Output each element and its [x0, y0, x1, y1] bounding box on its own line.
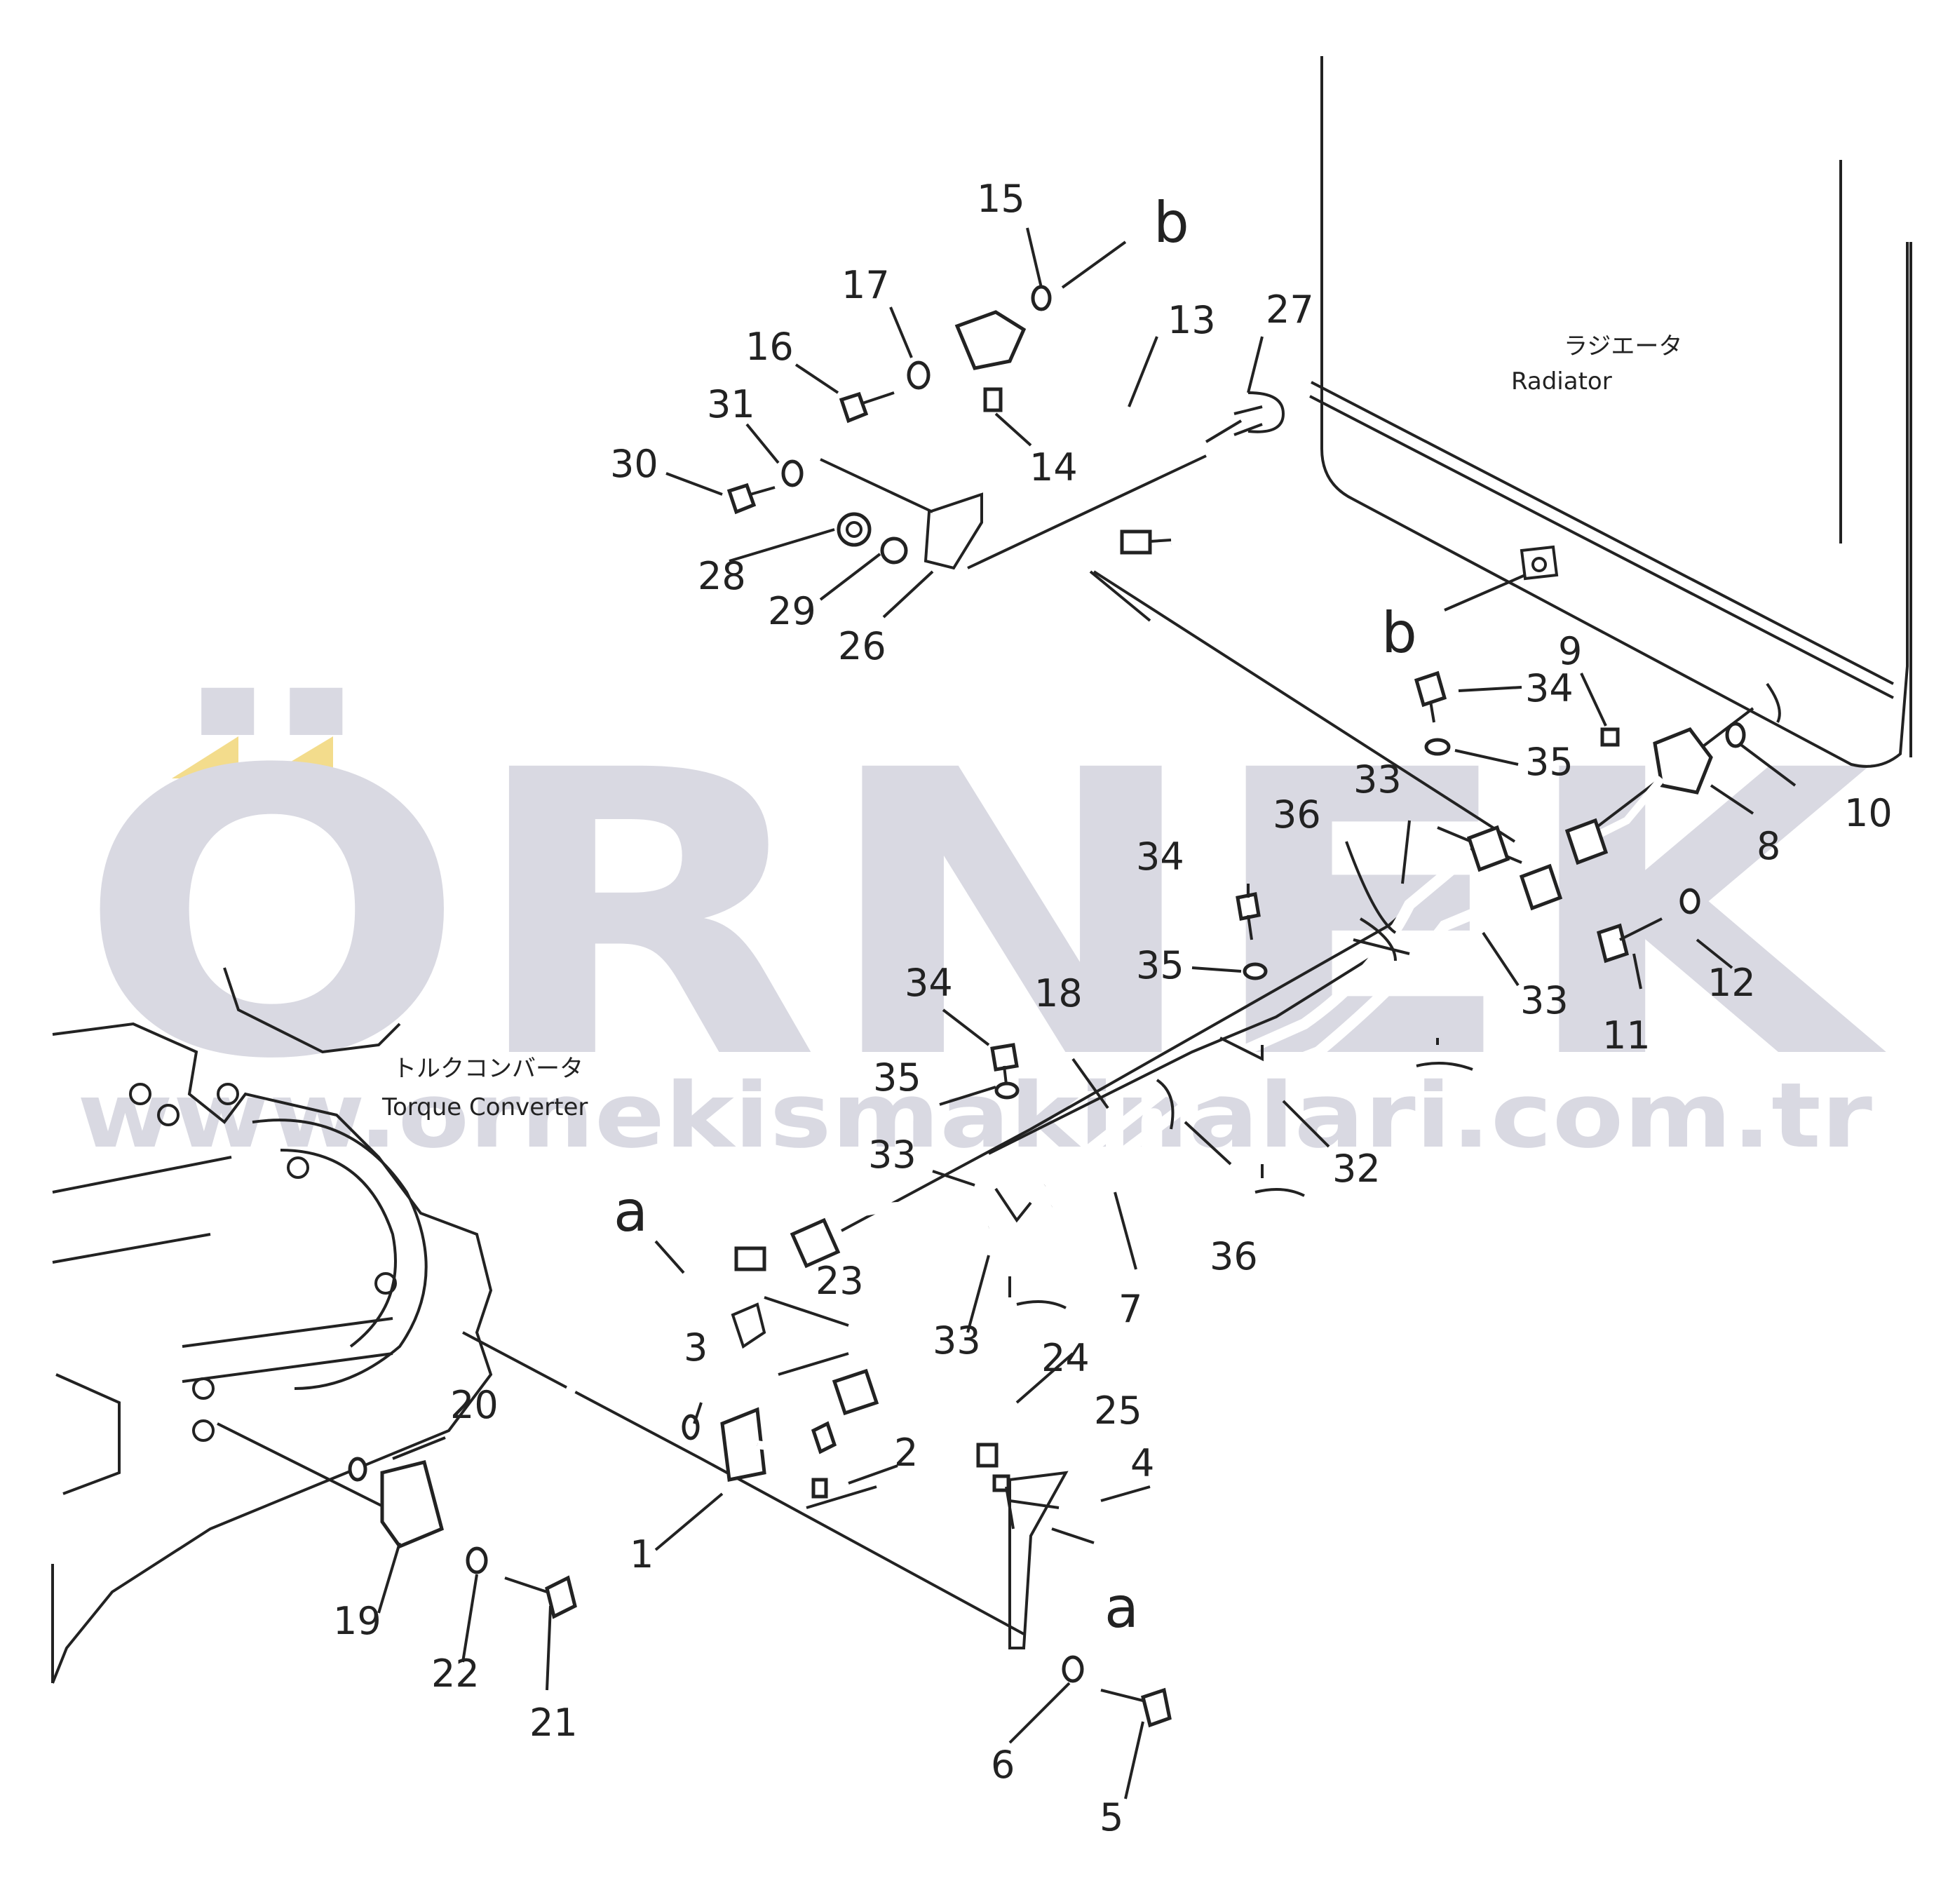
- right-fittings: [990, 670, 1746, 1309]
- callout-23: 23: [816, 1259, 864, 1303]
- watermark-accent-right: [263, 736, 333, 778]
- callout-22: 22: [431, 1652, 480, 1696]
- callout-29: 29: [768, 589, 816, 633]
- callout-28: 28: [698, 554, 746, 598]
- callout-18: 18: [1034, 971, 1083, 1015]
- callout-14: 14: [1029, 445, 1078, 489]
- callout-21: 21: [529, 1701, 578, 1745]
- upper-tube-assembly: [726, 285, 1285, 622]
- watermark-accent-left: [172, 736, 238, 778]
- callout-36-top: 36: [1273, 792, 1321, 837]
- callout-7: 7: [1118, 1287, 1142, 1331]
- callout-10: 10: [1844, 791, 1893, 835]
- callout-17: 17: [841, 263, 890, 307]
- callout-34-mid: 34: [1136, 835, 1184, 879]
- hoses: [790, 825, 1563, 1416]
- callout-16: 16: [745, 325, 794, 369]
- ref-a-upper: a: [614, 1179, 648, 1244]
- callout-32: 32: [1332, 1147, 1381, 1191]
- callout-27: 27: [1266, 288, 1314, 332]
- callout-33-left: 33: [868, 1133, 916, 1177]
- callout-2: 2: [894, 1431, 918, 1475]
- callout-33-top: 33: [1353, 757, 1402, 802]
- watermark-brand: ÖRNEK: [77, 684, 1890, 1145]
- watermark-url: www.ornekismakinalari.com.tr: [77, 1064, 1872, 1168]
- ref-b-upper: b: [1154, 190, 1189, 255]
- ref-b-lower: b: [1381, 600, 1417, 666]
- callout-36-bottom: 36: [1210, 1234, 1258, 1278]
- callout-35-right: 35: [1525, 740, 1574, 784]
- callout-35-left: 35: [873, 1055, 921, 1100]
- callout-19: 19: [333, 1599, 381, 1643]
- callout-9: 9: [1558, 629, 1582, 673]
- callout-25: 25: [1094, 1389, 1142, 1433]
- radiator-label-en: Radiator: [1511, 367, 1612, 396]
- callout-33-right: 33: [1520, 978, 1569, 1022]
- lower-tube-assembly: [348, 1246, 1172, 1728]
- watermark: ÖRNEK www.ornekismakinalari.com.tr: [77, 684, 1890, 1168]
- radiator: ラジエータ Radiator: [1309, 56, 1912, 768]
- callout-35-mid: 35: [1136, 943, 1184, 987]
- callout-20: 20: [450, 1383, 499, 1427]
- callout-12: 12: [1707, 961, 1756, 1005]
- torque-converter-label-jp: トルクコンバータ: [393, 1055, 583, 1083]
- radiator-label-jp: ラジエータ: [1564, 332, 1682, 360]
- callout-11: 11: [1602, 1013, 1651, 1058]
- callout-31: 31: [707, 382, 755, 426]
- leader-lines: [377, 227, 1797, 1800]
- ref-a-lower: a: [1104, 1575, 1139, 1640]
- callout-30: 30: [610, 442, 658, 486]
- callout-1: 1: [630, 1532, 654, 1576]
- callout-3: 3: [684, 1325, 708, 1370]
- callout-4: 4: [1130, 1441, 1154, 1485]
- callout-15: 15: [977, 177, 1025, 221]
- callout-34-right: 34: [1525, 666, 1574, 710]
- torque-converter-label-en: Torque Converter: [381, 1093, 588, 1121]
- callout-13: 13: [1168, 298, 1216, 342]
- torque-converter: トルクコンバータ Torque Converter: [51, 967, 588, 1684]
- callout-6: 6: [991, 1743, 1015, 1787]
- callout-labels: 15 13 27 17 16 31 30 14 28 29 26 9 34 35…: [333, 177, 1893, 1839]
- callout-24: 24: [1041, 1336, 1090, 1380]
- callout-33-bottom: 33: [933, 1318, 981, 1363]
- callout-26: 26: [838, 624, 886, 668]
- callout-8: 8: [1757, 824, 1780, 868]
- callout-5: 5: [1100, 1795, 1123, 1839]
- callout-34-left: 34: [905, 961, 953, 1005]
